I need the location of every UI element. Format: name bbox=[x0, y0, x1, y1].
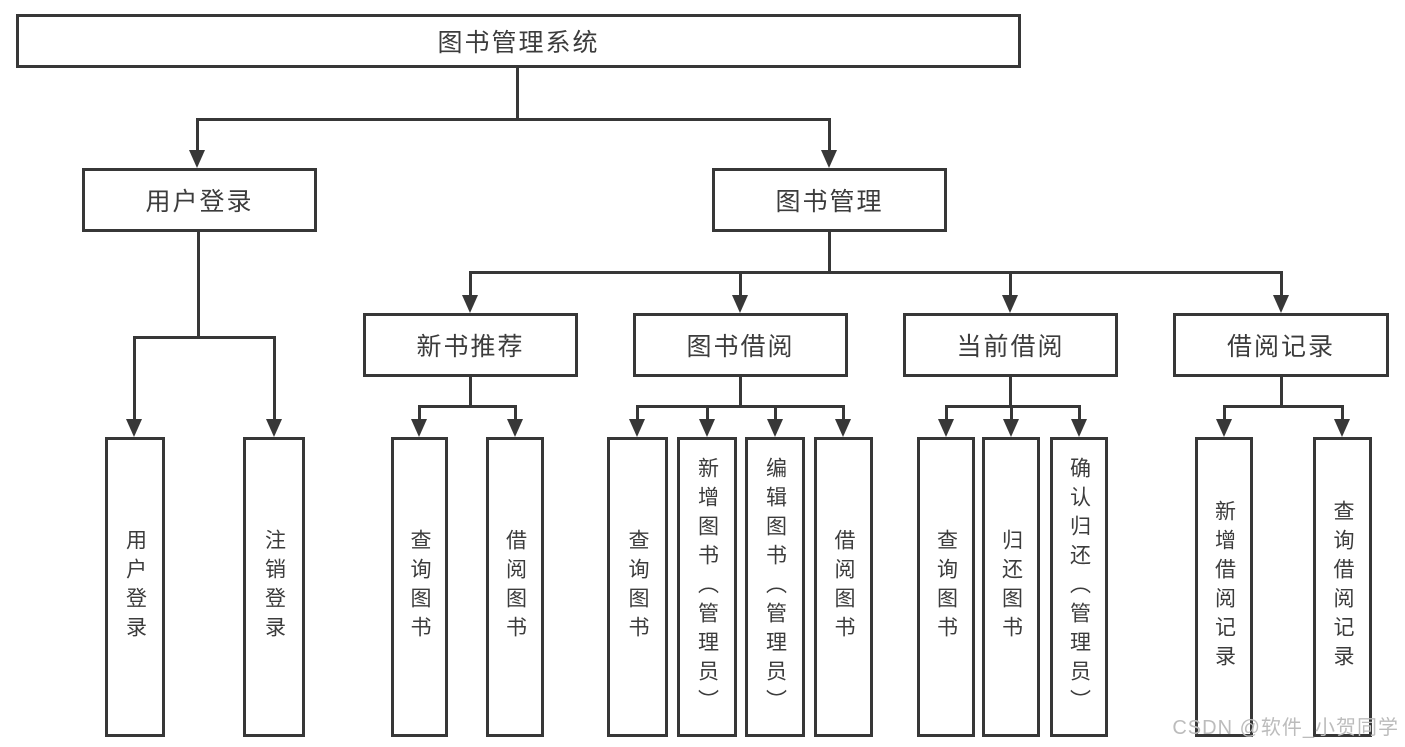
node-current-borrow-label: 当前借阅 bbox=[956, 333, 1065, 361]
arrowhead-down-icon bbox=[411, 419, 427, 437]
arrowhead-down-icon bbox=[126, 419, 142, 437]
node-user-login-label: 用户登录 bbox=[145, 188, 254, 216]
arrowhead-down-icon bbox=[1273, 295, 1289, 313]
node-root-label: 图书管理系统 bbox=[437, 29, 600, 57]
connector-arrow-shaft bbox=[944, 407, 948, 421]
connector-arrow-shaft bbox=[1077, 407, 1081, 421]
leaf-borrow-edit-books-admin: 编辑图书（管理员） bbox=[745, 437, 805, 737]
connector-arrow-shaft bbox=[1340, 407, 1344, 421]
leaf-current-confirm-return-admin: 确认归还（管理员） bbox=[1050, 437, 1108, 737]
node-root: 图书管理系统 bbox=[16, 14, 1021, 68]
connector-line bbox=[1008, 376, 1012, 407]
connector-line bbox=[636, 404, 845, 408]
leaf-label: 查询图书 bbox=[934, 529, 958, 645]
connector-arrow-shaft bbox=[132, 338, 136, 421]
arrowhead-down-icon bbox=[462, 295, 478, 313]
connector-line bbox=[827, 232, 831, 274]
connector-line bbox=[469, 270, 1283, 274]
arrowhead-down-icon bbox=[507, 419, 523, 437]
connector-line bbox=[196, 117, 831, 121]
node-new-book-recommend: 新书推荐 bbox=[363, 313, 578, 377]
arrowhead-down-icon bbox=[821, 150, 837, 168]
connector-arrow-shaft bbox=[635, 407, 639, 421]
connector-arrow-shaft bbox=[841, 407, 845, 421]
arrowhead-down-icon bbox=[732, 295, 748, 313]
connector-arrow-shaft bbox=[1009, 407, 1013, 421]
connector-line bbox=[1223, 404, 1344, 408]
leaf-label: 注销登录 bbox=[262, 529, 286, 645]
connector-line bbox=[418, 404, 517, 408]
arrowhead-down-icon bbox=[1216, 419, 1232, 437]
leaf-records-add-record: 新增借阅记录 bbox=[1195, 437, 1253, 737]
connector-arrow-shaft bbox=[738, 273, 742, 297]
connector-arrow-shaft bbox=[1279, 273, 1283, 297]
connector-arrow-shaft bbox=[1008, 273, 1012, 297]
arrowhead-down-icon bbox=[1003, 419, 1019, 437]
arrowhead-down-icon bbox=[699, 419, 715, 437]
node-borrow-records-label: 借阅记录 bbox=[1226, 333, 1335, 361]
connector-line bbox=[196, 232, 200, 339]
arrowhead-down-icon bbox=[629, 419, 645, 437]
leaf-label: 新增借阅记录 bbox=[1212, 500, 1236, 674]
leaf-current-return-books: 归还图书 bbox=[982, 437, 1040, 737]
leaf-borrow-borrow-books: 借阅图书 bbox=[814, 437, 873, 737]
node-book-management-label: 图书管理 bbox=[775, 188, 884, 216]
leaf-label: 确认归还（管理员） bbox=[1067, 456, 1091, 718]
leaf-label: 新增图书（管理员） bbox=[695, 456, 719, 718]
arrowhead-down-icon bbox=[1071, 419, 1087, 437]
connector-line bbox=[738, 376, 742, 407]
connector-line bbox=[133, 335, 276, 339]
connector-arrow-shaft bbox=[195, 119, 199, 152]
leaf-label: 查询借阅记录 bbox=[1331, 500, 1355, 674]
leaf-label: 编辑图书（管理员） bbox=[763, 456, 787, 718]
node-current-borrow: 当前借阅 bbox=[903, 313, 1118, 377]
arrowhead-down-icon bbox=[266, 419, 282, 437]
csdn-watermark: CSDN @软件_小贺同学 bbox=[1172, 717, 1399, 739]
node-borrow-records: 借阅记录 bbox=[1173, 313, 1389, 377]
leaf-recommend-query-books: 查询图书 bbox=[391, 437, 448, 737]
leaf-label: 查询图书 bbox=[626, 529, 650, 645]
connector-arrow-shaft bbox=[1222, 407, 1226, 421]
leaf-borrow-query-books: 查询图书 bbox=[607, 437, 668, 737]
connector-line bbox=[945, 404, 1081, 408]
leaf-records-query-record: 查询借阅记录 bbox=[1313, 437, 1372, 737]
node-new-book-recommend-label: 新书推荐 bbox=[416, 333, 525, 361]
arrowhead-down-icon bbox=[1002, 295, 1018, 313]
node-book-borrow: 图书借阅 bbox=[633, 313, 848, 377]
arrowhead-down-icon bbox=[189, 150, 205, 168]
connector-line bbox=[468, 376, 472, 407]
node-book-borrow-label: 图书借阅 bbox=[686, 333, 795, 361]
connector-arrow-shaft bbox=[705, 407, 709, 421]
leaf-user-login: 用户登录 bbox=[105, 437, 165, 737]
leaf-recommend-borrow-books: 借阅图书 bbox=[486, 437, 544, 737]
leaf-label: 查询图书 bbox=[408, 529, 432, 645]
connector-arrow-shaft bbox=[513, 407, 517, 421]
leaf-logout: 注销登录 bbox=[243, 437, 305, 737]
connector-arrow-shaft bbox=[417, 407, 421, 421]
node-user-login: 用户登录 bbox=[82, 168, 317, 232]
connector-line bbox=[1279, 376, 1283, 407]
leaf-label: 用户登录 bbox=[123, 529, 147, 645]
arrowhead-down-icon bbox=[1334, 419, 1350, 437]
arrowhead-down-icon bbox=[767, 419, 783, 437]
node-book-management: 图书管理 bbox=[712, 168, 947, 232]
connector-arrow-shaft bbox=[272, 338, 276, 421]
connector-line bbox=[515, 68, 519, 120]
connector-arrow-shaft bbox=[773, 407, 777, 421]
leaf-label: 归还图书 bbox=[999, 529, 1023, 645]
connector-arrow-shaft bbox=[827, 119, 831, 152]
leaf-label: 借阅图书 bbox=[832, 529, 856, 645]
leaf-current-query-books: 查询图书 bbox=[917, 437, 975, 737]
leaf-label: 借阅图书 bbox=[503, 529, 527, 645]
arrowhead-down-icon bbox=[938, 419, 954, 437]
arrowhead-down-icon bbox=[835, 419, 851, 437]
connector-arrow-shaft bbox=[468, 273, 472, 297]
leaf-borrow-add-books-admin: 新增图书（管理员） bbox=[677, 437, 737, 737]
